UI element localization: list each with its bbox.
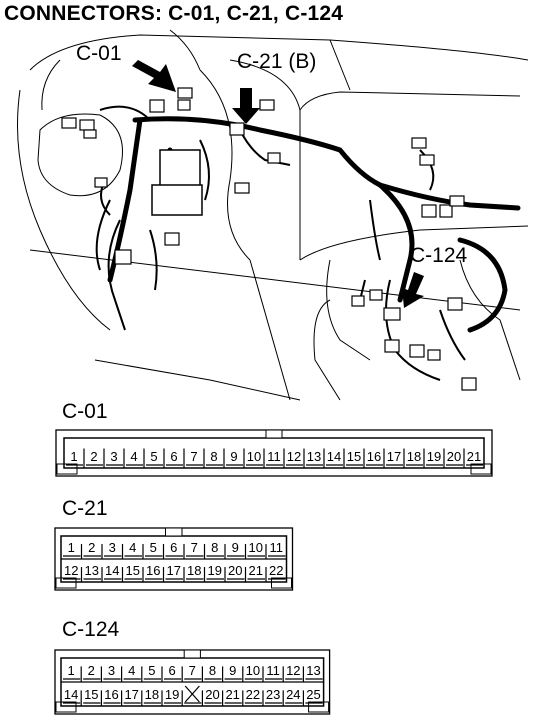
connector-pin-number: 9 <box>230 449 237 464</box>
connector-pin-number: 7 <box>191 540 198 555</box>
connector-pin-number: 18 <box>145 687 159 702</box>
connector-pin-number: 4 <box>130 449 137 464</box>
connector-pin-number: 12 <box>286 663 300 678</box>
connector-pin-number: 19 <box>165 687 179 702</box>
dashboard-harness-illustration <box>17 29 529 401</box>
connector-pin-number: 16 <box>146 563 160 578</box>
connector-pin-number: 13 <box>85 563 99 578</box>
connector-pin-number: 18 <box>187 563 201 578</box>
connector-pin-number: 17 <box>167 563 181 578</box>
connector-pin-number: 10 <box>246 663 260 678</box>
connector-key-tab <box>183 649 201 659</box>
connector-pin-number: 6 <box>170 449 177 464</box>
connector-pin-number: 15 <box>84 687 98 702</box>
connector-pin-number: 6 <box>168 663 175 678</box>
connector-latch-right <box>308 701 330 713</box>
connector-key-tab <box>265 429 283 439</box>
connector-pin-number: 16 <box>104 687 118 702</box>
connector-pin-number: 6 <box>170 540 177 555</box>
connector-latch-left <box>56 463 78 475</box>
page-title: CONNECTORS: C-01, C-21, C-124 <box>4 2 344 25</box>
connector-pin-number: 24 <box>286 687 300 702</box>
connector-pin-number: 8 <box>209 663 216 678</box>
connector-pin-number: 3 <box>108 663 115 678</box>
callout-c01: C-01 <box>76 42 122 65</box>
connector-pin-number: 14 <box>327 449 341 464</box>
connector-pin-number: 1 <box>68 540 75 555</box>
connector-pin-number: 8 <box>210 449 217 464</box>
connector-pin-number: 17 <box>124 687 138 702</box>
connector-pin-number: 11 <box>267 449 281 464</box>
connector-empty-cavity <box>184 685 200 703</box>
connector-pin-number: 1 <box>70 449 77 464</box>
connector-pin-number: 10 <box>247 449 261 464</box>
connector-pin-number: 11 <box>266 663 280 678</box>
connector-pin-number: 3 <box>109 540 116 555</box>
connector-pin-number: 9 <box>232 540 239 555</box>
connector-pin-number: 21 <box>249 563 263 578</box>
connector-pin-number: 20 <box>228 563 242 578</box>
connector-pin-number: 13 <box>306 663 320 678</box>
connector-pin-number: 13 <box>307 449 321 464</box>
connector-pin-number: 4 <box>128 663 135 678</box>
connector-pin-number: 12 <box>287 449 301 464</box>
connector-pin-number: 16 <box>367 449 381 464</box>
connector-pin-number: 21 <box>225 687 239 702</box>
connector-pin-number: 5 <box>148 663 155 678</box>
callout-c124: C-124 <box>410 244 468 267</box>
connector-name-c21: C-21 <box>62 497 108 520</box>
connector-pin-number: 1 <box>67 663 74 678</box>
connector-pin-number: 2 <box>90 449 97 464</box>
connector-pin-number: 18 <box>407 449 421 464</box>
connector-pin-number: 7 <box>189 663 196 678</box>
connector-pin-number: 21 <box>467 449 481 464</box>
connector-pin-number: 8 <box>211 540 218 555</box>
connector-latch-left <box>55 701 77 713</box>
connector-name-c124: C-124 <box>62 618 120 641</box>
connector-latch-right <box>271 577 292 589</box>
connector-pin-number: 14 <box>105 563 119 578</box>
connector-pin-number: 14 <box>64 687 78 702</box>
connector-pin-number: 11 <box>270 540 284 555</box>
connector-latch-left <box>55 577 77 589</box>
connector-pin-number: 20 <box>447 449 461 464</box>
connector-pin-number: 22 <box>246 687 260 702</box>
connector-pin-number: 20 <box>205 687 219 702</box>
connector-pin-number: 10 <box>249 540 263 555</box>
connector-pin-number: 15 <box>126 563 140 578</box>
connector-pin-number: 4 <box>129 540 136 555</box>
callout-c21: C-21 (B) <box>237 50 317 73</box>
connector-pin-number: 3 <box>110 449 117 464</box>
connector-pin-number: 25 <box>306 687 320 702</box>
connector-pin-number: 19 <box>208 563 222 578</box>
connector-pin-number: 7 <box>190 449 197 464</box>
connector-pin-number: 9 <box>229 663 236 678</box>
connector-pin-number: 17 <box>387 449 401 464</box>
connector-pin-number: 2 <box>88 663 95 678</box>
connector-pin-number: 15 <box>347 449 361 464</box>
connector-pin-number: 19 <box>427 449 441 464</box>
connector-pin-number: 12 <box>64 563 78 578</box>
connector-key-tab <box>165 527 183 537</box>
connector-pin-number: 23 <box>266 687 280 702</box>
connector-pin-number: 2 <box>88 540 95 555</box>
connector-pin-number: 5 <box>150 540 157 555</box>
connector-latch-right <box>470 463 492 475</box>
connector-pin-number: 22 <box>269 563 283 578</box>
connector-pin-number: 5 <box>150 449 157 464</box>
connector-name-c01: C-01 <box>62 400 108 423</box>
